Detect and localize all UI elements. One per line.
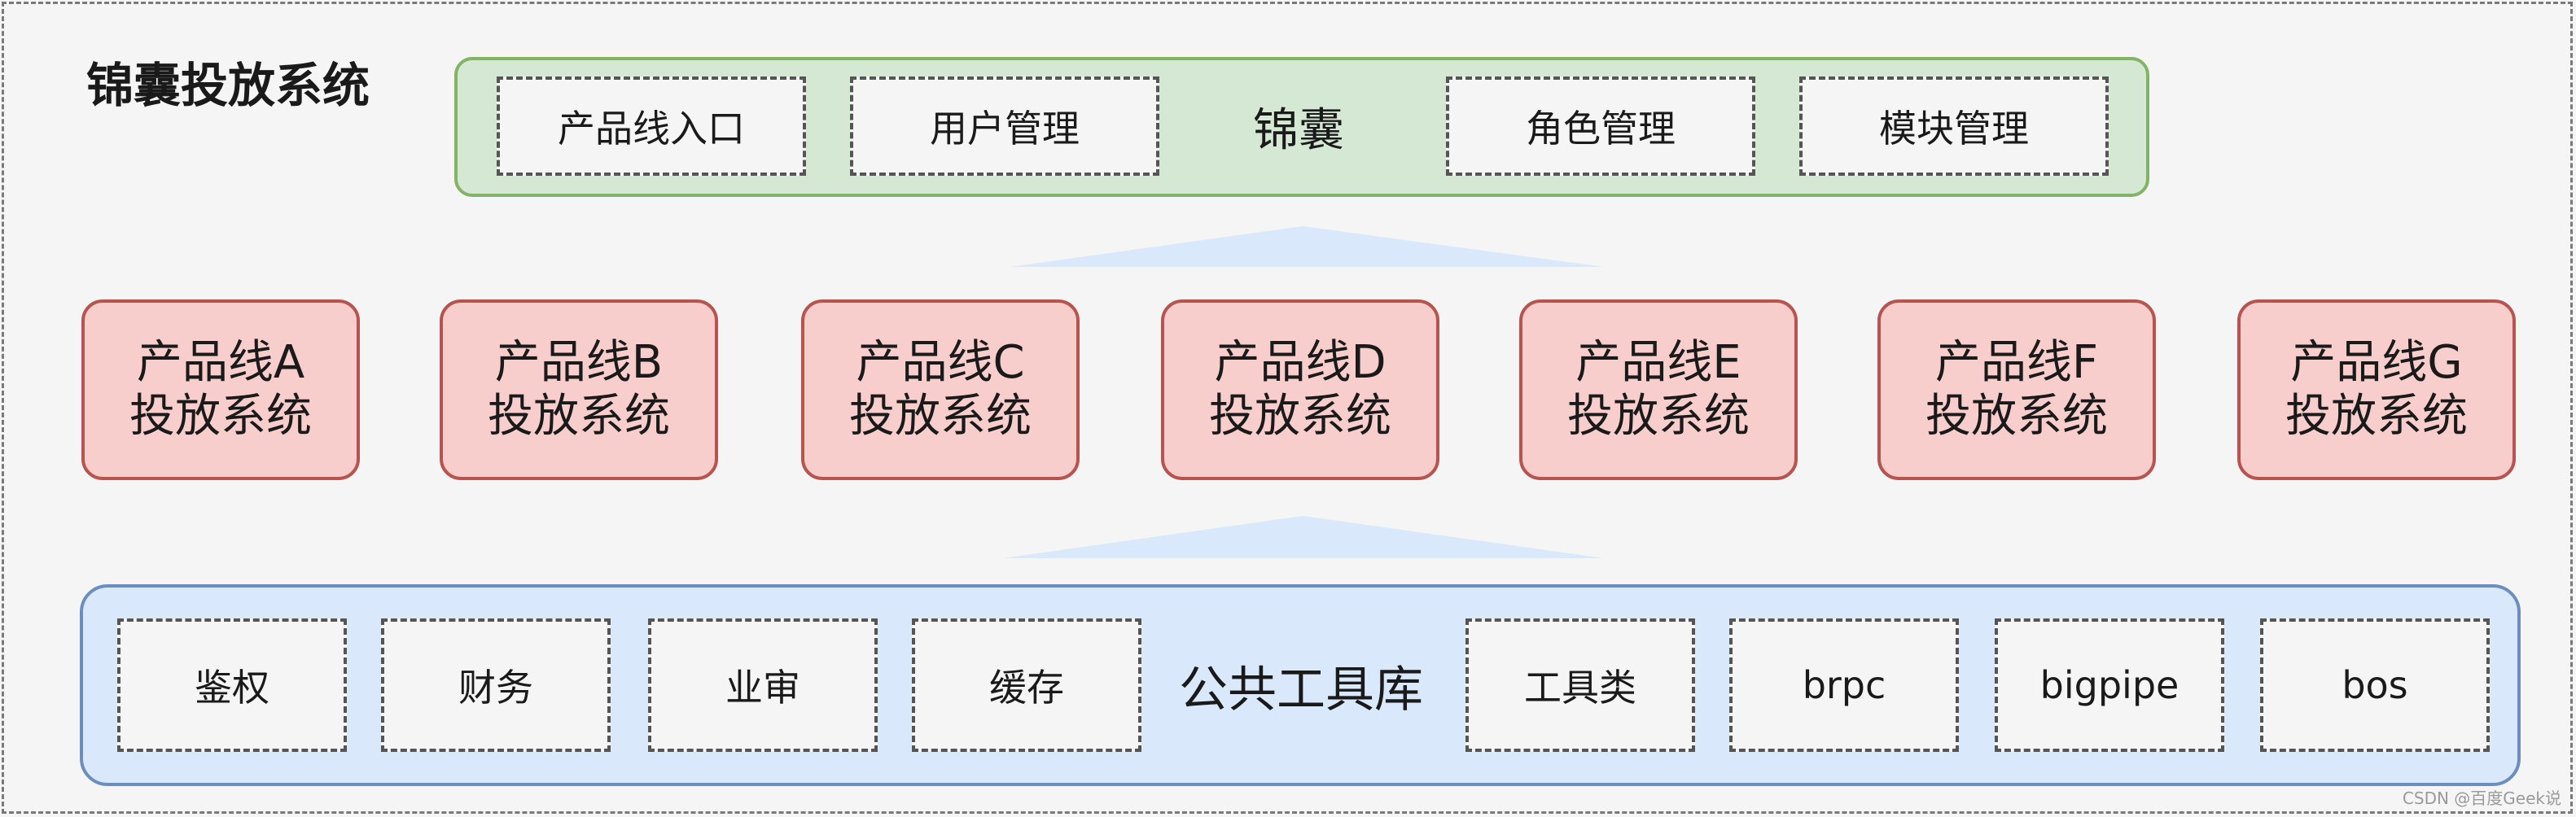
product-line-name: 产品线A — [136, 336, 305, 389]
tool-brpc: brpc — [1729, 618, 1959, 752]
tool-finance: 财务 — [381, 618, 611, 752]
tool-utilities: 工具类 — [1465, 618, 1695, 752]
watermark: CSDN @百度Geek说 — [2402, 789, 2561, 808]
upper-arrow — [1010, 226, 1604, 267]
product-line-sub: 投放系统 — [1925, 390, 2108, 443]
product-line-sub: 投放系统 — [1567, 390, 1750, 443]
lower-arrow — [1003, 516, 1604, 558]
product-line-c-system: 产品线C 投放系统 — [801, 299, 1080, 480]
product-line-b-system: 产品线B 投放系统 — [440, 299, 718, 480]
product-line-sub: 投放系统 — [849, 390, 1032, 443]
common-tools-label: 公共工具库 — [1179, 661, 1423, 719]
module-product-line-entry: 产品线入口 — [497, 76, 806, 176]
product-line-name: 产品线C — [856, 336, 1025, 389]
tool-business-review: 业审 — [648, 618, 878, 752]
product-line-name: 产品线D — [1214, 336, 1387, 389]
tool-bigpipe: bigpipe — [1995, 618, 2224, 752]
product-line-sub: 投放系统 — [129, 390, 312, 443]
system-title: 锦囊投放系统 — [86, 58, 370, 113]
product-line-sub: 投放系统 — [2285, 390, 2468, 443]
product-line-d-system: 产品线D 投放系统 — [1161, 299, 1439, 480]
product-line-name: 产品线B — [494, 336, 664, 389]
product-line-a-system: 产品线A 投放系统 — [81, 299, 360, 480]
product-line-sub: 投放系统 — [1209, 390, 1391, 443]
product-line-name: 产品线F — [1934, 336, 2099, 389]
tool-bos: bos — [2260, 618, 2490, 752]
module-block-management: 模块管理 — [1799, 76, 2109, 176]
tool-cache: 缓存 — [912, 618, 1141, 752]
module-user-management: 用户管理 — [850, 76, 1159, 176]
module-role-management: 角色管理 — [1446, 76, 1755, 176]
product-line-g-system: 产品线G 投放系统 — [2237, 299, 2516, 480]
product-line-e-system: 产品线E 投放系统 — [1519, 299, 1798, 480]
product-line-name: 产品线G — [2290, 336, 2463, 389]
tool-auth: 鉴权 — [117, 618, 347, 752]
product-line-sub: 投放系统 — [488, 390, 670, 443]
product-line-f-system: 产品线F 投放系统 — [1877, 299, 2156, 480]
product-line-name: 产品线E — [1575, 336, 1741, 389]
jinnang-label: 锦囊 — [1253, 103, 1344, 157]
